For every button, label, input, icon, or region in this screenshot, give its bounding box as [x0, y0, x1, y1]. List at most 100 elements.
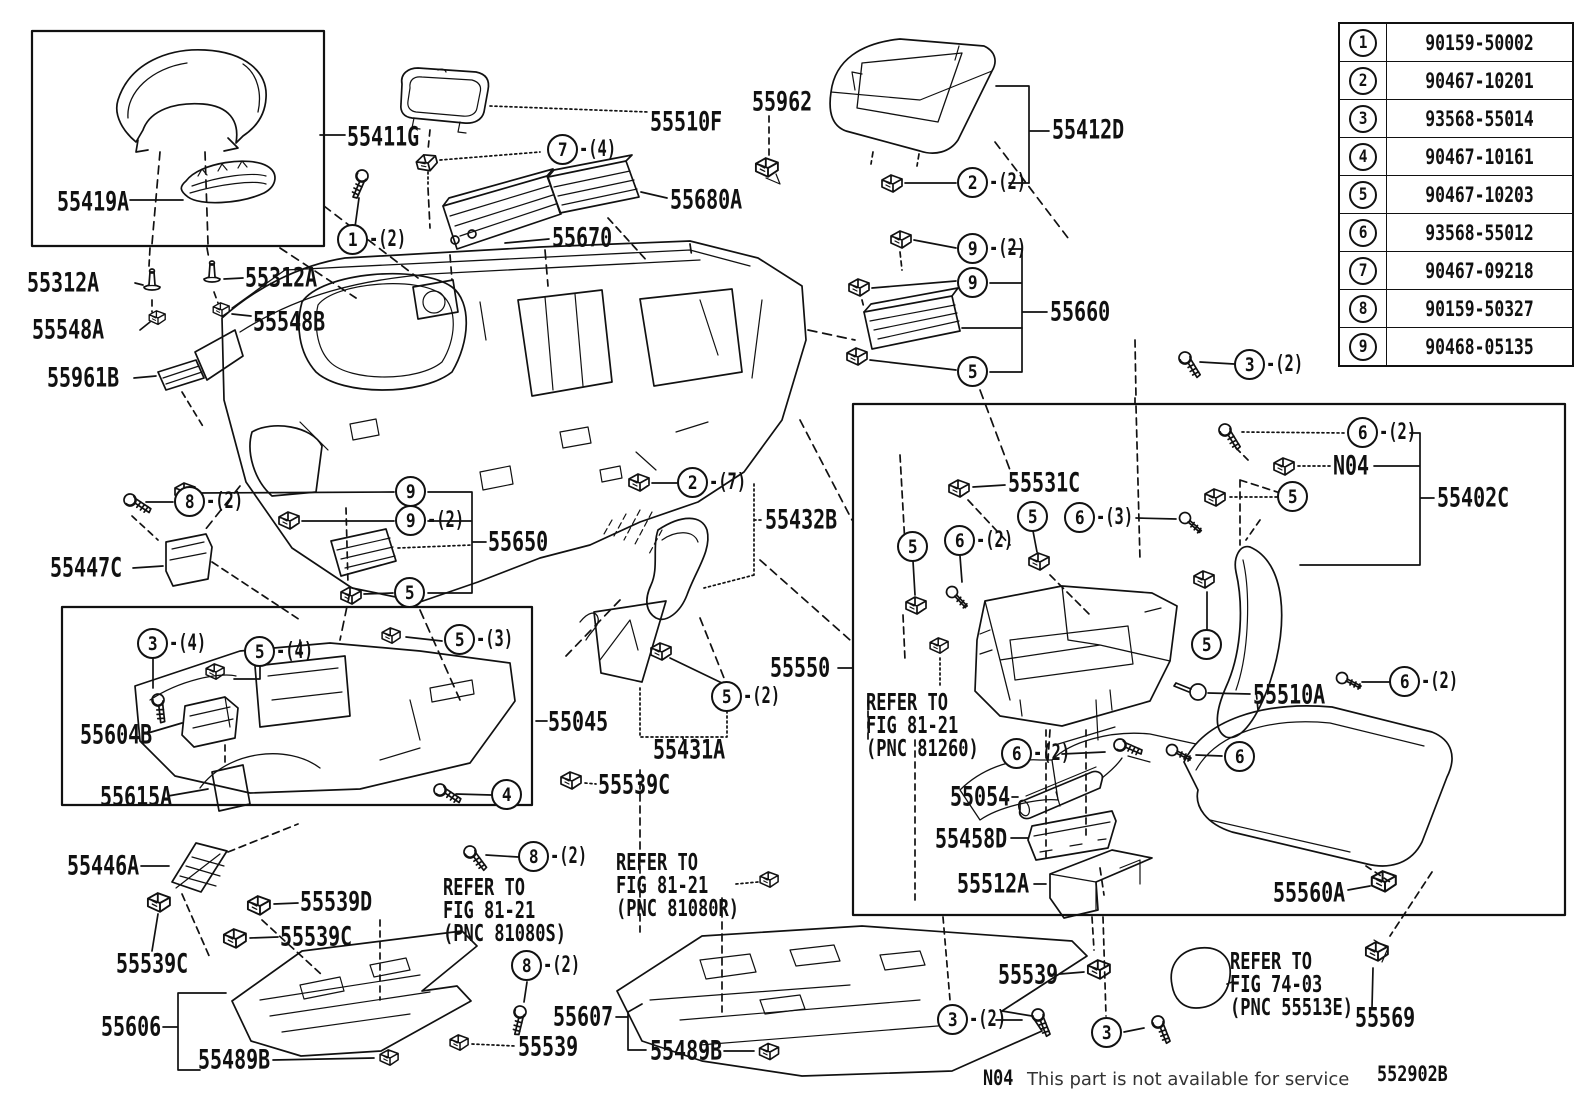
part-label-55961B: 55961B	[47, 362, 120, 394]
parts-table-ref-number: 9	[1358, 336, 1368, 357]
callout-quantity: -(4)	[169, 631, 207, 656]
vent-assembly-55660	[846, 230, 1048, 373]
part-label-55539C: 55539C	[280, 921, 353, 953]
callout-number: 2	[677, 467, 708, 498]
callout-number-text: 3	[147, 632, 158, 655]
callout-number-text: 3	[947, 1008, 958, 1031]
parts-table-part-cell: 90159-50002	[1387, 31, 1572, 55]
callout-9: 9	[395, 476, 426, 507]
part-label-55539D: 55539D	[300, 886, 373, 918]
callout-number-text: 4	[501, 783, 512, 806]
parts-table-ref-number: 7	[1358, 260, 1368, 281]
parts-table-ref-circle: 8	[1349, 294, 1377, 323]
parts-table-part-cell: 90468-05135	[1387, 335, 1572, 359]
parts-table-ref-circle: 7	[1349, 256, 1377, 285]
callout-number-text: 6	[1234, 745, 1245, 768]
callout-number: 7	[547, 134, 578, 165]
callout-number: 5	[394, 577, 425, 608]
parts-table-ref-circle: 2	[1349, 66, 1377, 95]
callout-number: 6	[944, 525, 975, 556]
callout-number: 6	[1347, 417, 1378, 448]
footer-note-tag: N04	[983, 1066, 1014, 1090]
callout-5: 5	[1017, 501, 1048, 532]
callout-5: 5	[1191, 629, 1222, 660]
diagram-code: 552902B	[1377, 1062, 1448, 1086]
parts-table-ref-number: 8	[1358, 298, 1368, 319]
callout-5-(4): 5 -(4)	[244, 636, 329, 667]
refer-note-line: (PNC 55513E)	[1230, 995, 1353, 1021]
callout-6-(2): 6-(2)	[1001, 738, 1086, 769]
parts-table-ref-number: 3	[1358, 108, 1368, 129]
parts-table-part-number: 93568-55014	[1425, 106, 1534, 131]
part-label-55615A: 55615A	[100, 781, 173, 813]
callout-number: 5	[244, 636, 275, 667]
callout-number-text: 2	[967, 171, 978, 194]
part-label-55539: 55539	[998, 959, 1059, 991]
callout-quantity: -(2)	[543, 953, 581, 978]
parts-table-ref-cell: 3	[1340, 100, 1387, 137]
callout-number-text: 6	[954, 529, 965, 552]
refer-note-line: REFER TO	[1230, 949, 1312, 975]
callout-number: 9	[395, 505, 426, 536]
refer-note-line: REFER TO	[616, 850, 698, 876]
part-label-55550: 55550	[770, 652, 831, 684]
callout-6: 6	[1224, 741, 1255, 772]
callout-number: 8	[511, 950, 542, 981]
callout-quantity: -(2)	[369, 227, 407, 252]
parts-table-ref-circle: 5	[1349, 180, 1377, 209]
clip-55962	[754, 115, 781, 185]
callout-quantity: -(4)	[276, 639, 314, 664]
callout-quantity: -(2)	[743, 684, 781, 709]
callout-5: 5	[897, 531, 928, 562]
callout-number: 6	[1001, 738, 1032, 769]
callout-3: 3	[1091, 1017, 1122, 1048]
callout-quantity: -(7)	[709, 470, 747, 495]
tray-55510F	[400, 67, 649, 229]
callout-number-text: 1	[347, 228, 358, 251]
callout-number-text: 7	[557, 138, 568, 161]
callout-number-text: 2	[687, 471, 698, 494]
callout-quantity: -(2)	[989, 236, 1027, 261]
parts-table-part-cell: 90467-10161	[1387, 145, 1572, 169]
part-label-55539: 55539	[518, 1031, 579, 1063]
glovebox-housing	[974, 585, 1178, 727]
dash-panel-drawing	[194, 205, 853, 689]
part-label-55548B: 55548B	[253, 306, 326, 338]
callout-number-text: 8	[521, 954, 532, 977]
part-label-55670: 55670	[552, 222, 613, 254]
parts-table-ref-number: 4	[1358, 146, 1368, 167]
refer-note-line: (PNC 81080R)	[616, 896, 739, 922]
cluster-hood-drawing	[115, 49, 346, 267]
refer-note-line: (PNC 81260)	[866, 736, 979, 762]
callout-quantity: -(2)	[1033, 741, 1071, 766]
callout-number: 9	[395, 476, 426, 507]
parts-table-ref-cell: 5	[1340, 176, 1387, 213]
callout-number: 6	[1064, 502, 1095, 533]
callout-number: 1	[337, 224, 368, 255]
callout-5: 5	[957, 356, 988, 387]
callout-8-(2): 8 -(2)	[511, 950, 596, 981]
callout-number-text: 3	[1101, 1021, 1112, 1044]
callout-number-text: 5	[404, 581, 415, 604]
callout-number-text: 8	[184, 490, 195, 513]
part-label-55539C: 55539C	[598, 769, 671, 801]
clip-55539C-right	[560, 771, 597, 790]
part-label-55489B: 55489B	[650, 1035, 723, 1067]
callout-7-(4): 7-(4)	[547, 134, 632, 165]
callout-number-text: 5	[254, 640, 265, 663]
callout-9: 9	[957, 267, 988, 298]
part-label-55431A: 55431A	[653, 734, 726, 766]
parts-table-ref-cell: 8	[1340, 290, 1387, 327]
duct-55606	[162, 919, 478, 1071]
parts-table-ref-circle: 4	[1349, 142, 1377, 171]
parts-table-part-number: 90159-50002	[1425, 30, 1534, 55]
footer-note-text: This part is not available for service	[1026, 1069, 1350, 1090]
part-label-55510A: 55510A	[1253, 679, 1326, 711]
callout-number-text: 5	[967, 360, 978, 383]
hood-55412D	[829, 38, 1069, 239]
callout-4: 4	[491, 779, 522, 810]
